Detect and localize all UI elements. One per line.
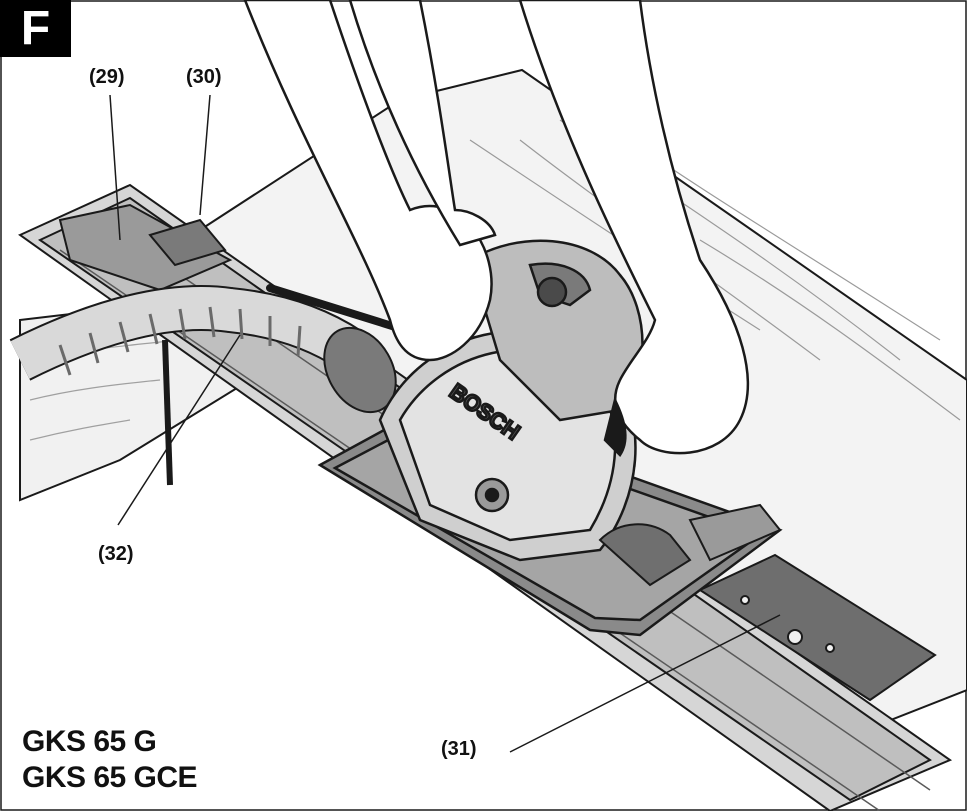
model-name-2: GKS 65 GCE — [22, 761, 198, 794]
leader-31 — [509, 614, 781, 753]
callout-29: (29) — [89, 66, 125, 88]
clamp-lever — [266, 284, 409, 334]
leader-29 — [109, 94, 121, 241]
leader-32 — [117, 334, 241, 526]
hands — [243, 0, 750, 457]
figure-letter-badge: F — [0, 0, 71, 57]
connector-strip — [697, 553, 937, 702]
leader-30 — [199, 94, 211, 216]
model-name-1: GKS 65 G — [22, 725, 157, 758]
callout-31: (31) — [441, 738, 477, 760]
leader-lines — [109, 94, 781, 753]
extraction-hose — [9, 285, 397, 414]
saw-motor-body — [468, 239, 644, 422]
bevel-scale — [598, 503, 782, 587]
callout-32: (32) — [98, 543, 134, 565]
callout-30: (30) — [186, 66, 222, 88]
